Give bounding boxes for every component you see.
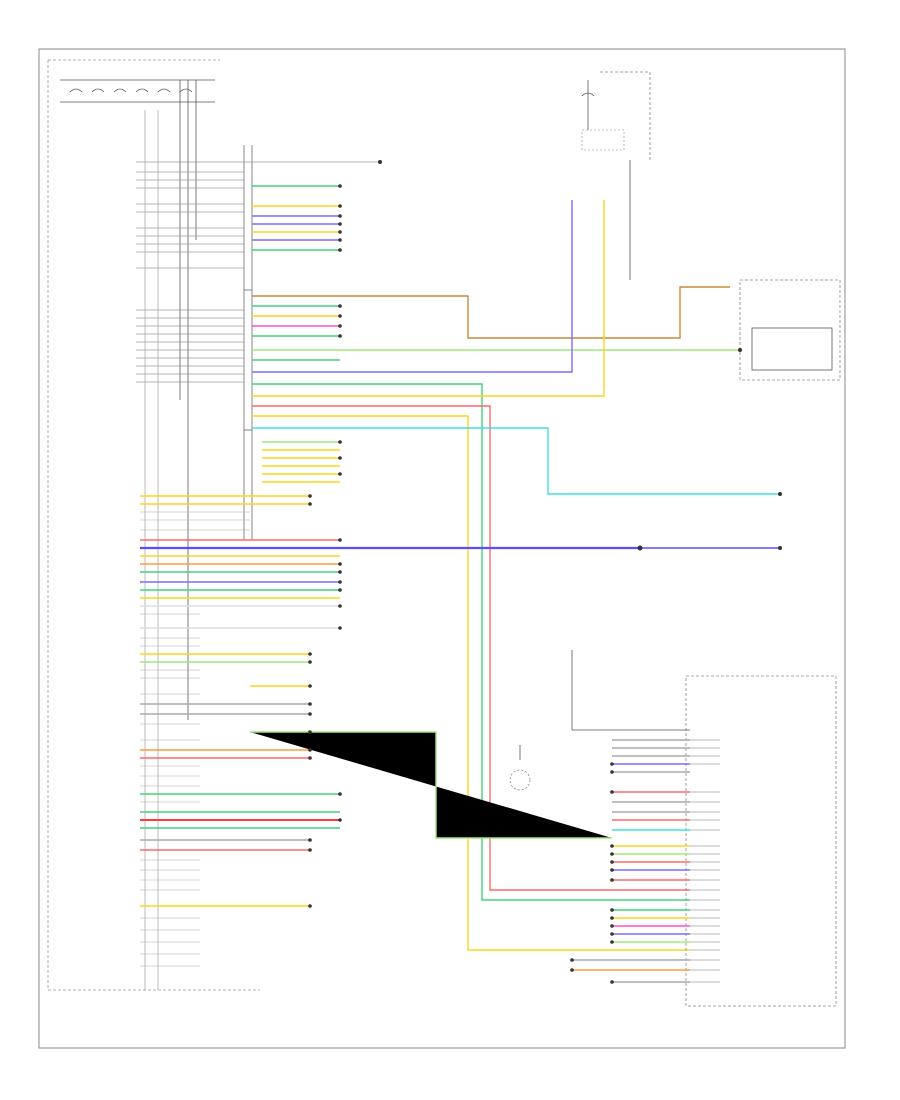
connector-strip — [243, 145, 253, 540]
connector-dots — [308, 160, 382, 908]
pca-dots — [570, 762, 614, 984]
body-control-module — [47, 59, 260, 991]
pca-pin-wires — [572, 739, 690, 983]
wires-lower — [140, 495, 640, 907]
fuse-block — [60, 79, 215, 720]
bcm-pin-stubs-upper — [136, 161, 380, 383]
wires-upper — [252, 185, 780, 951]
power-control-assembly — [509, 650, 837, 1007]
right-connectors — [637, 492, 782, 551]
top-right-power — [581, 71, 651, 280]
wires-door-lock — [262, 441, 340, 483]
gauge-control-module — [738, 279, 841, 381]
bcm-pin-stubs-lower — [140, 511, 250, 967]
pca-internal-stubs — [690, 739, 720, 983]
diagram-frame — [38, 48, 846, 1049]
